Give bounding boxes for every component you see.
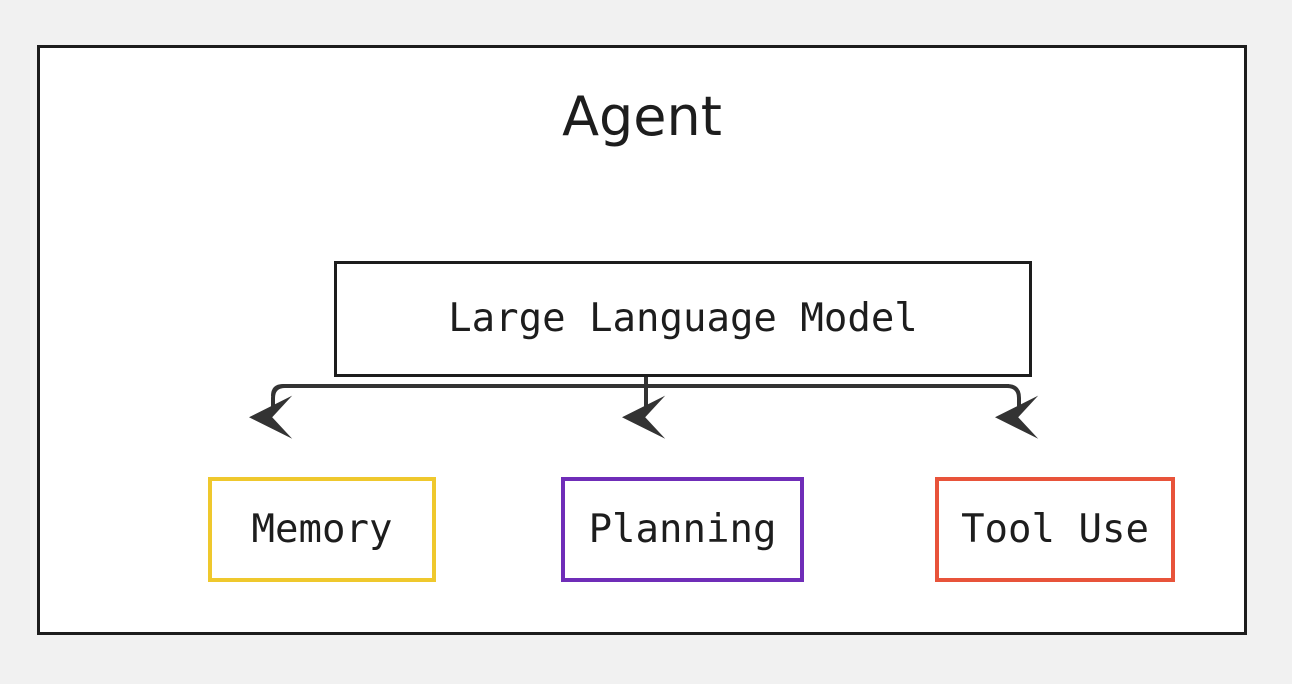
node-label-planning: Planning xyxy=(588,506,777,552)
node-large-language-model[interactable]: Large Language Model xyxy=(334,261,1032,377)
agent-container-frame: Agent Large Language Model xyxy=(37,45,1247,635)
node-label-memory: Memory xyxy=(251,506,393,552)
node-label-llm: Large Language Model xyxy=(448,296,918,341)
node-memory[interactable]: Memory xyxy=(208,477,436,582)
node-tool-use[interactable]: Tool Use xyxy=(935,477,1175,582)
node-label-tool-use: Tool Use xyxy=(961,506,1149,552)
diagram-title: Agent xyxy=(562,85,722,148)
node-planning[interactable]: Planning xyxy=(561,477,804,582)
